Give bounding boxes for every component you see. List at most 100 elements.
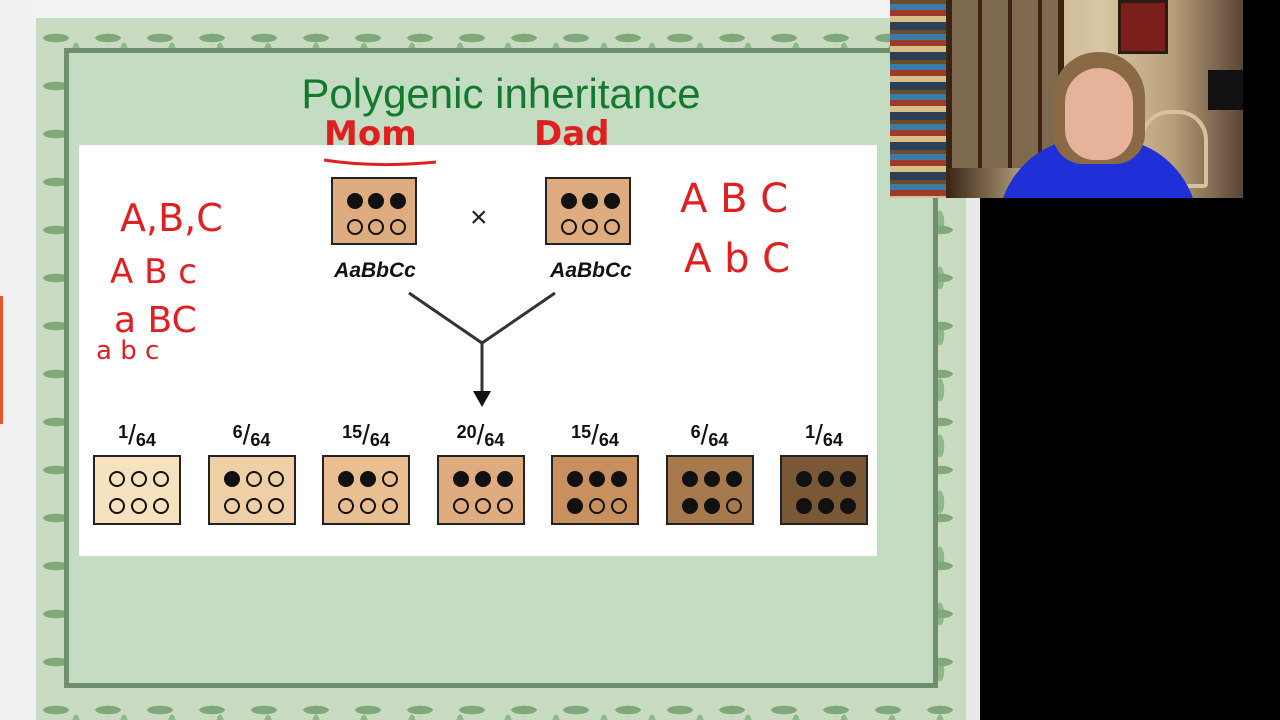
offspring-ratio: 20/64 bbox=[436, 419, 526, 451]
dark-allele-dot bbox=[818, 471, 834, 488]
dad-genotype: AaBbCc bbox=[550, 259, 632, 282]
light-allele-dot bbox=[131, 471, 147, 488]
wall-picture bbox=[1118, 0, 1168, 54]
dark-allele-dot bbox=[681, 471, 698, 488]
ratio-slash: / bbox=[476, 419, 485, 450]
light-allele-dot bbox=[267, 498, 284, 514]
light-allele-dot bbox=[382, 498, 398, 514]
light-allele-dot bbox=[153, 498, 169, 514]
slide-title: Polygenic inheritance bbox=[301, 70, 701, 117]
light-allele-dot bbox=[589, 498, 605, 514]
ratio-denominator: 64 bbox=[822, 430, 843, 450]
dark-allele-dot bbox=[560, 192, 577, 209]
offspring-genotype-box bbox=[322, 455, 410, 525]
cross-arrow-icon bbox=[408, 291, 556, 407]
cross-symbol: × bbox=[470, 201, 488, 234]
offspring-ratio: 1/64 bbox=[779, 419, 869, 451]
ratio-numerator: 6 bbox=[232, 422, 243, 442]
bookshelf bbox=[890, 0, 946, 198]
dark-allele-dot bbox=[796, 498, 812, 514]
offspring-genotype-box bbox=[551, 455, 639, 525]
dark-allele-dot bbox=[452, 471, 469, 488]
light-allele-dot bbox=[131, 498, 147, 514]
light-allele-dot bbox=[223, 498, 240, 514]
dark-allele-dot bbox=[360, 471, 376, 488]
dark-allele-dot bbox=[818, 498, 834, 514]
mom-genotype-box bbox=[331, 177, 417, 245]
dark-allele-dot bbox=[796, 471, 812, 488]
dark-allele-dot bbox=[840, 498, 856, 514]
light-allele-dot bbox=[109, 498, 125, 514]
dark-allele-dot bbox=[496, 471, 513, 488]
presenter-webcam bbox=[890, 0, 1243, 198]
light-allele-dot bbox=[338, 498, 354, 514]
computer-monitor bbox=[1208, 70, 1243, 110]
offspring-genotype-box bbox=[207, 455, 296, 525]
dark-allele-dot bbox=[840, 471, 856, 488]
right-gamete-2: A b C bbox=[684, 236, 791, 282]
dark-allele-dot bbox=[346, 192, 363, 209]
ratio-numerator: 20 bbox=[456, 422, 477, 442]
dark-allele-dot bbox=[589, 471, 605, 488]
mom-annotation: Mom bbox=[324, 114, 417, 154]
dark-allele-dot bbox=[567, 471, 583, 488]
ratio-denominator: 64 bbox=[250, 430, 271, 450]
light-allele-dot bbox=[382, 471, 398, 488]
light-allele-dot bbox=[496, 498, 513, 514]
light-allele-dot bbox=[267, 471, 284, 488]
presenter-face bbox=[1065, 68, 1133, 160]
offspring-ratio: 15/64 bbox=[550, 419, 640, 451]
ratio-slash: / bbox=[128, 419, 136, 450]
dark-allele-dot bbox=[703, 498, 720, 514]
light-allele-dot bbox=[346, 218, 363, 235]
light-allele-dot bbox=[725, 498, 742, 514]
right-gamete-1: A B C bbox=[680, 176, 789, 222]
ratio-slash: / bbox=[591, 419, 599, 450]
ratio-numerator: 15 bbox=[342, 422, 363, 442]
left-gamete-3: a BC bbox=[114, 300, 197, 341]
offspring-ratio: 6/64 bbox=[665, 419, 755, 451]
offspring-genotype-box bbox=[93, 455, 181, 525]
left-gamete-1: A,B,C bbox=[120, 196, 223, 240]
ratio-denominator: 64 bbox=[369, 430, 390, 450]
ratio-slash: / bbox=[362, 419, 370, 450]
light-allele-dot bbox=[389, 218, 406, 235]
ratio-slash: / bbox=[700, 419, 709, 450]
top-toolbar-strip bbox=[0, 0, 980, 18]
dad-genotype-box bbox=[545, 177, 631, 245]
light-allele-dot bbox=[153, 471, 169, 488]
light-allele-dot bbox=[245, 498, 262, 514]
ratio-denominator: 64 bbox=[598, 430, 619, 450]
dad-annotation: Dad bbox=[534, 114, 610, 154]
ratio-numerator: 1 bbox=[118, 422, 129, 442]
dark-allele-dot bbox=[474, 471, 491, 488]
light-allele-dot bbox=[603, 218, 620, 235]
dark-allele-dot bbox=[223, 471, 240, 488]
slide: Polygenic inheritance AaBbCc AaBbCc × 1/… bbox=[36, 18, 966, 720]
light-allele-dot bbox=[452, 498, 469, 514]
ratio-slash: / bbox=[242, 419, 251, 450]
dark-allele-dot bbox=[681, 498, 698, 514]
dark-allele-dot bbox=[703, 471, 720, 488]
current-slide-indicator bbox=[0, 296, 3, 424]
mom-genotype: AaBbCc bbox=[334, 259, 416, 282]
glass-door bbox=[948, 0, 1064, 168]
dark-allele-dot bbox=[389, 192, 406, 209]
offspring-genotype-box bbox=[436, 455, 525, 525]
light-allele-dot bbox=[368, 218, 384, 235]
left-gamete-2: A B c bbox=[110, 252, 197, 292]
ratio-denominator: 64 bbox=[708, 430, 729, 450]
slide-thumbnail-strip[interactable] bbox=[0, 0, 36, 720]
ratio-numerator: 6 bbox=[690, 422, 701, 442]
dark-allele-dot bbox=[725, 471, 742, 488]
light-allele-dot bbox=[360, 498, 376, 514]
offspring-ratio: 6/64 bbox=[207, 419, 297, 451]
dark-allele-dot bbox=[582, 192, 598, 209]
ratio-slash: / bbox=[815, 419, 823, 450]
dark-allele-dot bbox=[611, 471, 627, 488]
light-allele-dot bbox=[245, 471, 262, 488]
ratio-numerator: 1 bbox=[805, 422, 816, 442]
offspring-genotype-box bbox=[780, 455, 868, 525]
